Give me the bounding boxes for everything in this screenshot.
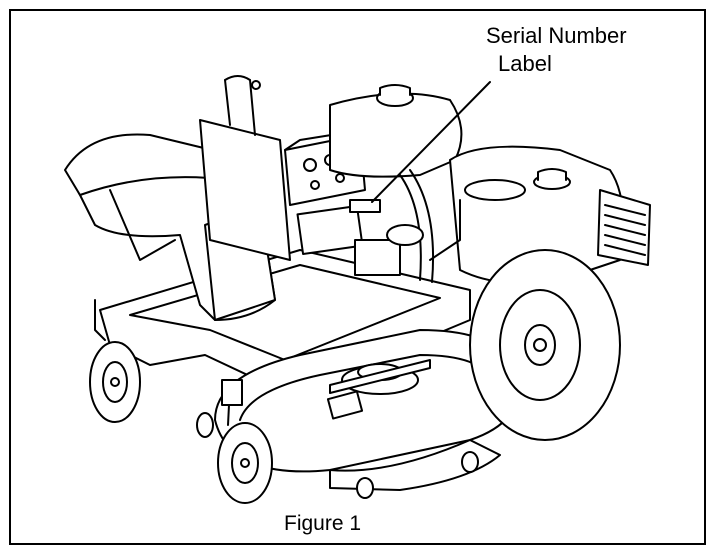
callout-line-1: Serial Number (486, 23, 627, 48)
deck-front-bumper (329, 439, 501, 491)
serial-number-callout: Serial Number Label (486, 22, 627, 78)
callout-line-2: Label (498, 51, 552, 76)
figure-caption: Figure 1 (284, 512, 362, 535)
callout-leader-line (371, 81, 491, 203)
seat-back-panel (199, 119, 291, 261)
serial-number-label-plate (349, 199, 381, 213)
